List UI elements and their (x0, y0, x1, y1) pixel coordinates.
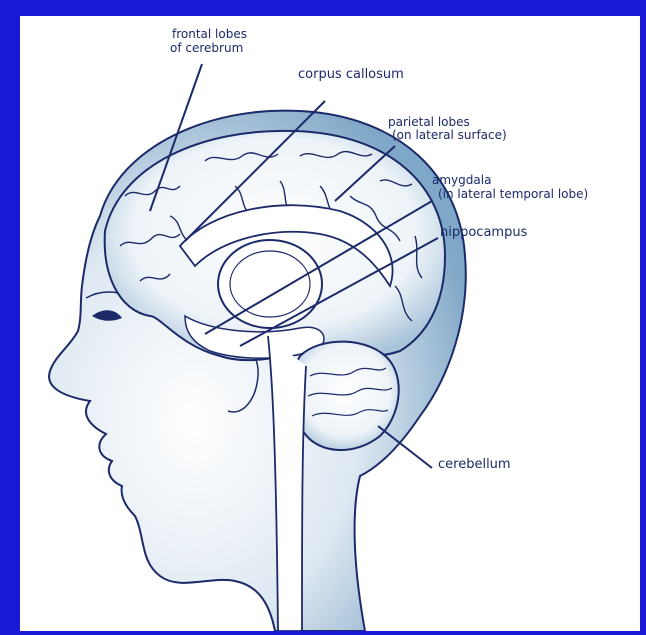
thalamus (218, 240, 322, 328)
label-corpus-callosum: corpus callosum (298, 67, 404, 82)
label-hippocampus: hippocampus (440, 225, 528, 240)
label-amygdala-sub: (in lateral temporal lobe) (438, 187, 588, 201)
brain-diagram: frontal lobes of cerebrum corpus callosu… (20, 16, 640, 631)
label-parietal-lobes-sub: (on lateral surface) (392, 128, 507, 142)
diagram-panel: frontal lobes of cerebrum corpus callosu… (20, 16, 640, 631)
label-frontal-lobes: frontal lobes (172, 27, 247, 41)
label-cerebellum: cerebellum (438, 457, 511, 472)
label-frontal-lobes-sub: of cerebrum (170, 41, 243, 55)
label-amygdala: amygdala (432, 173, 491, 187)
label-parietal-lobes: parietal lobes (388, 115, 470, 129)
